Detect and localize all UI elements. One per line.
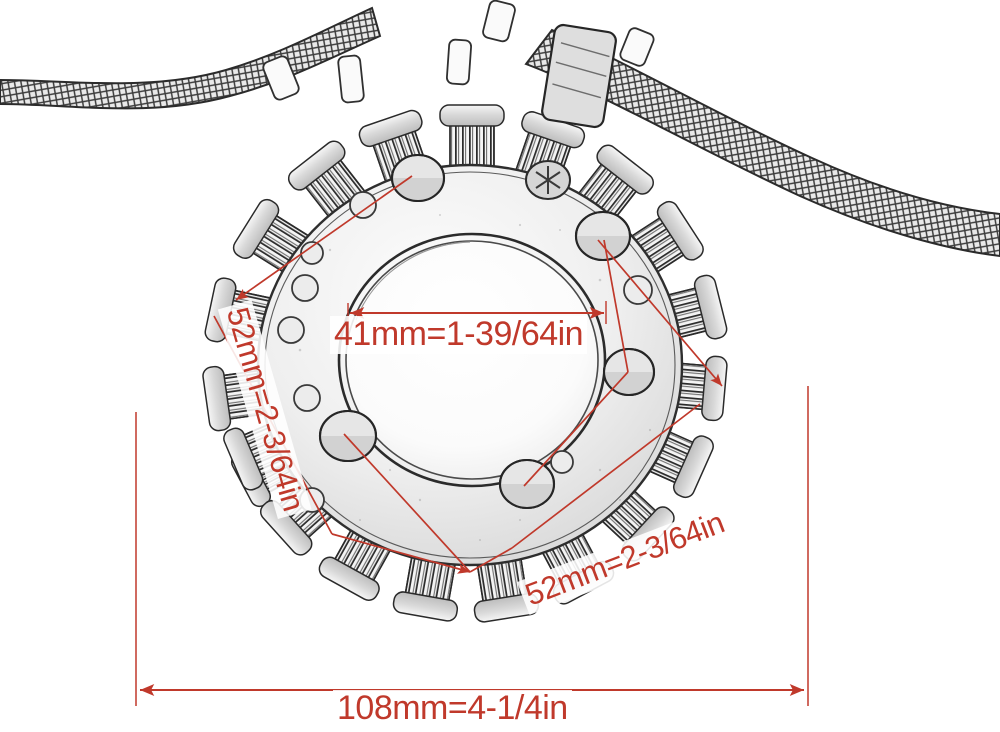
leader-right-bolt <box>603 239 629 373</box>
dimension-line-right-upper <box>597 239 723 387</box>
harness-sleeve-left <box>0 6 382 110</box>
dimension-line-right-lower <box>511 403 701 549</box>
dimension-line-left-upper <box>235 175 413 301</box>
dimension-line-left-foot <box>331 533 471 574</box>
mounting-screw <box>525 160 571 200</box>
harness-sleeve-right <box>524 28 1000 258</box>
leader-left-bolt <box>343 433 471 573</box>
outer-diameter-label: 108mm=4-1/4in <box>333 690 572 728</box>
harness-clamp <box>541 23 617 129</box>
stator-assembly <box>202 104 728 623</box>
bore-dimension-label: 41mm=1-39/64in <box>330 316 588 354</box>
harness-clips <box>262 0 655 104</box>
center-bore <box>337 232 607 488</box>
bolt-span-right-dimension <box>343 239 723 573</box>
wire-harness <box>0 0 1000 258</box>
leader-bottom-bolt <box>523 371 629 487</box>
dimension-line-right-foot <box>469 547 513 573</box>
